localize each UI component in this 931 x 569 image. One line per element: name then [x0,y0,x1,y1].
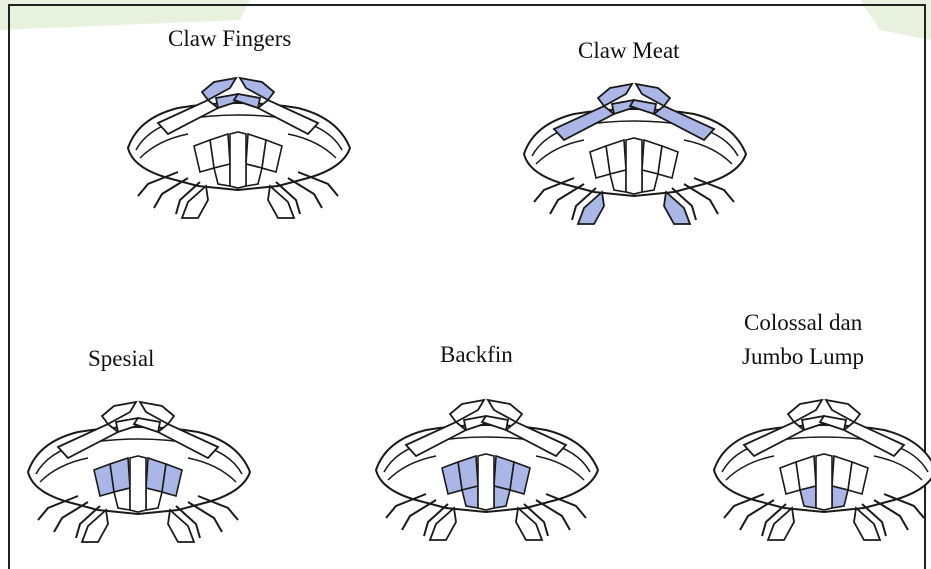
right-paddle [854,508,880,540]
crab-claw-meat [514,74,754,224]
label-claw-fingers: Claw Fingers [168,24,291,54]
left-paddle [578,192,604,224]
body-centre [230,132,246,188]
right-paddle [168,510,194,542]
right-paddle [516,508,542,540]
label-claw-meat: Claw Meat [578,36,680,66]
left-paddle [82,510,108,542]
body-centre [626,138,642,194]
left-paddle [182,186,208,218]
body-centre [478,454,494,510]
left-paddle [768,508,794,540]
body-centre [130,456,146,512]
label-jumbo-lump-line1: Colossal dan [744,308,862,338]
body-centre [816,454,832,510]
label-spesial: Spesial [88,344,154,374]
crab-backfin [366,390,606,540]
crab-spesial [18,392,258,542]
crab-claw-fingers [118,68,358,218]
label-jumbo-lump-line2: Jumbo Lump [742,342,864,372]
label-backfin: Backfin [440,340,513,370]
right-paddle [664,192,690,224]
left-paddle [430,508,456,540]
crab-jumbo-lump [704,390,931,540]
right-paddle [268,186,294,218]
